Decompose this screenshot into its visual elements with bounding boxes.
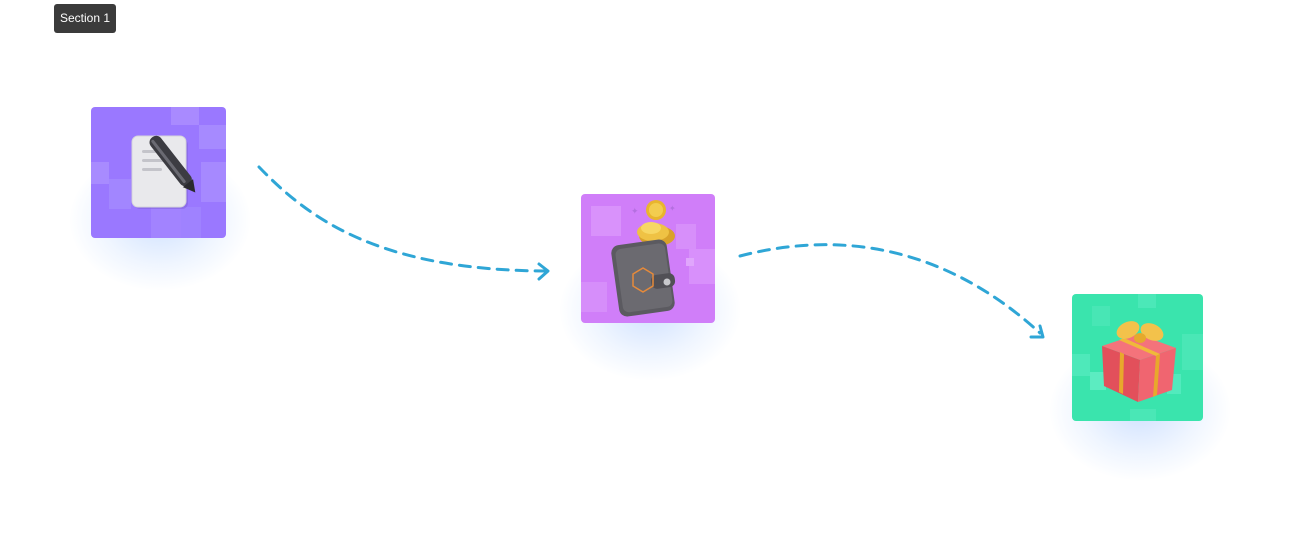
gift-box-icon	[1072, 294, 1203, 421]
svg-text:✦: ✦	[631, 207, 639, 217]
connector-arrow-2	[738, 243, 1042, 335]
section-label[interactable]: Section 1	[54, 4, 117, 33]
connector-arrow-1	[257, 165, 547, 273]
wallet-coins-icon: ✦ ✦	[581, 200, 715, 317]
step-card-document[interactable]	[91, 107, 226, 238]
step-card-gift[interactable]	[1072, 294, 1203, 421]
step-card-wallet[interactable]: ✦ ✦	[581, 194, 715, 323]
document-pen-icon	[91, 107, 226, 238]
arrowhead-icon	[537, 262, 550, 281]
svg-text:✦: ✦	[669, 204, 676, 213]
arrowhead-icon	[1029, 324, 1045, 339]
